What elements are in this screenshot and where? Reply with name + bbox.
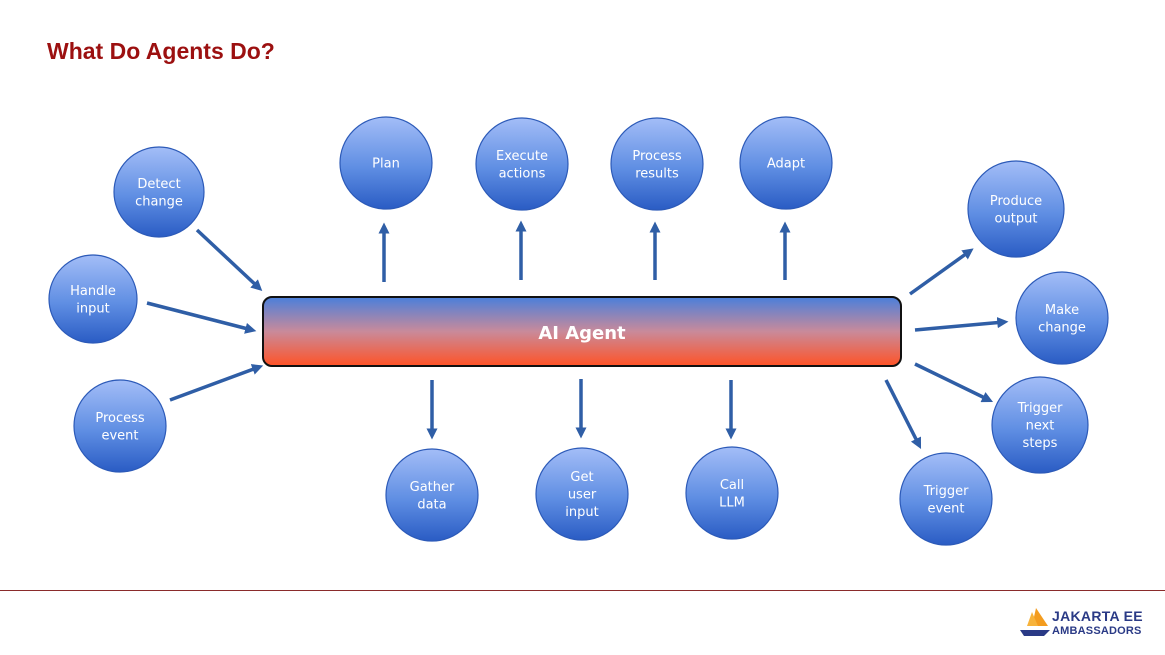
arrow-3 — [169, 364, 264, 402]
nodes-layer: DetectchangeHandleinputProcesseventPlanE… — [48, 116, 1109, 546]
arrow-1 — [195, 228, 263, 292]
node-circle-make-change — [1015, 271, 1109, 365]
node-circle-call-llm — [685, 446, 779, 540]
node-label-trigger-event: Trigger — [923, 484, 969, 499]
node-label-trigger-next-steps: Trigger — [1017, 401, 1063, 416]
node-label-process-event: Process — [95, 411, 145, 426]
arrow-14 — [884, 379, 922, 449]
node-label-trigger-event: event — [927, 501, 964, 516]
node-label-call-llm: LLM — [719, 495, 745, 510]
node-label-produce-output: Produce — [990, 194, 1042, 209]
node-detect-change: Detect change — [113, 146, 205, 238]
node-trigger-event: Trigger event — [899, 452, 993, 546]
node-adapt: Adapt — [739, 116, 833, 210]
node-trigger-next-steps: Trigger next steps — [991, 376, 1089, 474]
node-label-process-results: Process — [632, 149, 682, 164]
sail-logo-icon — [1020, 608, 1050, 636]
node-produce-output: Produce output — [967, 160, 1065, 258]
node-label-process-event: event — [101, 428, 138, 443]
node-circle-trigger-event — [899, 452, 993, 546]
node-circle-get-user-input — [535, 447, 629, 541]
node-process-event: Process event — [73, 379, 167, 473]
node-label-handle-input: Handle — [70, 284, 116, 299]
node-circle-execute-actions — [475, 117, 569, 211]
node-gather-data: Gather data — [385, 448, 479, 542]
node-label-execute-actions: Execute — [496, 149, 548, 164]
slide-title: What Do Agents Do? — [47, 38, 275, 64]
node-circle-detect-change — [113, 146, 205, 238]
node-label-gather-data: data — [417, 497, 446, 512]
node-label-make-change: change — [1038, 320, 1086, 335]
logo-line2: AMBASSADORS — [1052, 625, 1142, 637]
node-plan: Plan — [339, 116, 433, 210]
node-circle-trigger-next-steps — [991, 376, 1089, 474]
node-label-execute-actions: actions — [499, 166, 546, 181]
node-handle-input: Handle input — [48, 254, 138, 344]
logo-line1: JAKARTA EE — [1052, 608, 1143, 624]
node-circle-process-event — [73, 379, 167, 473]
node-label-call-llm: Call — [720, 478, 744, 493]
arrow-11 — [908, 248, 974, 296]
node-label-get-user-input: input — [565, 505, 598, 520]
node-circle-handle-input — [48, 254, 138, 344]
node-label-get-user-input: Get — [570, 470, 593, 485]
node-label-trigger-next-steps: steps — [1023, 436, 1058, 451]
node-execute-actions: Execute actions — [475, 117, 569, 211]
node-get-user-input: Get user input — [535, 447, 629, 541]
node-circle-gather-data — [385, 448, 479, 542]
node-circle-adapt — [739, 116, 833, 210]
ai-agent-box: AI Agent — [262, 296, 902, 367]
ai-agent-rect — [262, 296, 902, 367]
arrows-layer — [146, 220, 1009, 449]
footer-divider — [0, 590, 1165, 591]
node-label-plan: Plan — [372, 157, 400, 172]
arrow-12 — [914, 317, 1009, 332]
jakarta-ee-ambassadors-logo: JAKARTA EE AMBASSADORS — [1018, 606, 1158, 642]
node-label-trigger-next-steps: next — [1026, 419, 1055, 434]
node-make-change: Make change — [1015, 271, 1109, 365]
ai-agent-label: AI Agent — [538, 323, 626, 344]
node-label-get-user-input: user — [568, 488, 597, 503]
node-label-detect-change: Detect — [137, 177, 180, 192]
node-label-detect-change: change — [135, 194, 183, 209]
node-label-adapt: Adapt — [767, 157, 805, 172]
arrow-13 — [914, 362, 994, 403]
arrow-2 — [146, 301, 257, 334]
node-circle-produce-output — [967, 160, 1065, 258]
agent-diagram: DetectchangeHandleinputProcesseventPlanE… — [48, 116, 1109, 546]
node-circle-process-results — [610, 117, 704, 211]
node-label-make-change: Make — [1045, 303, 1079, 318]
node-label-gather-data: Gather — [410, 480, 455, 495]
node-label-process-results: results — [635, 166, 679, 181]
node-process-results: Process results — [610, 117, 704, 211]
node-label-handle-input: input — [76, 301, 109, 316]
node-circle-plan — [339, 116, 433, 210]
node-label-produce-output: output — [995, 211, 1038, 226]
